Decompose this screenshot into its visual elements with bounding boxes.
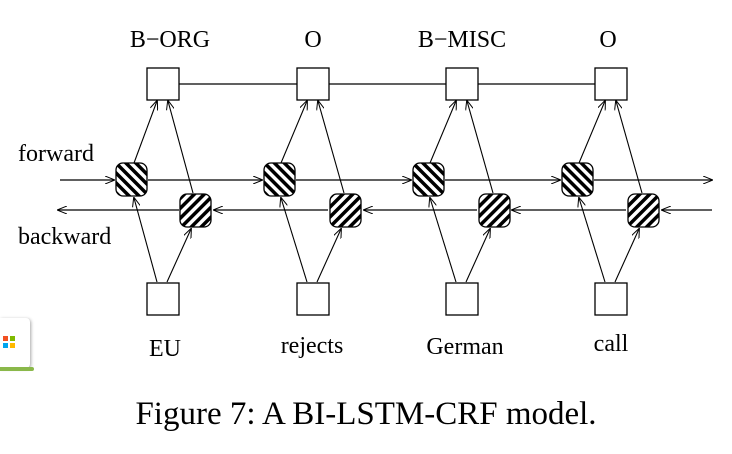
- column-2-connections: [281, 101, 345, 283]
- forward-label: forward: [18, 141, 94, 167]
- tag-label-4: O: [599, 27, 616, 53]
- word-label-2: rejects: [281, 333, 344, 359]
- input-box-3: [445, 282, 479, 316]
- backward-cell-1: [179, 193, 212, 228]
- tag-label-3: B−MISC: [418, 27, 506, 53]
- backward-cell-2: [329, 193, 362, 228]
- word-label-4: call: [594, 331, 629, 357]
- column-1-connections: [134, 101, 194, 283]
- forward-cell-4: [561, 162, 594, 197]
- input-box-4: [594, 282, 628, 316]
- bilstm-crf-diagram: B−ORG O B−MISC O EU rejects German call …: [18, 27, 732, 362]
- tag-label-1: B−ORG: [130, 27, 210, 53]
- forward-cell-3: [412, 162, 445, 197]
- forward-cell-2: [263, 162, 296, 197]
- output-box-2: [296, 67, 330, 101]
- output-box-1: [146, 67, 180, 101]
- column-3-connections: [430, 101, 494, 283]
- side-widget-tab[interactable]: [0, 318, 34, 371]
- word-label-3: German: [426, 334, 503, 360]
- figure-caption: Figure 7: A BI-LSTM-CRF model.: [135, 396, 597, 432]
- output-box-3: [445, 67, 479, 101]
- backward-cell-3: [478, 193, 511, 228]
- tag-label-2: O: [304, 27, 321, 53]
- input-box-1: [146, 282, 180, 316]
- input-box-2: [296, 282, 330, 316]
- backward-cell-4: [627, 193, 660, 228]
- forward-cell-1: [115, 162, 148, 197]
- output-box-4: [594, 67, 628, 101]
- windows-logo-icon: [3, 336, 15, 348]
- backward-label: backward: [18, 224, 111, 250]
- column-4-connections: [579, 101, 643, 283]
- word-label-1: EU: [149, 336, 181, 362]
- widget-accent-bar: [0, 367, 34, 371]
